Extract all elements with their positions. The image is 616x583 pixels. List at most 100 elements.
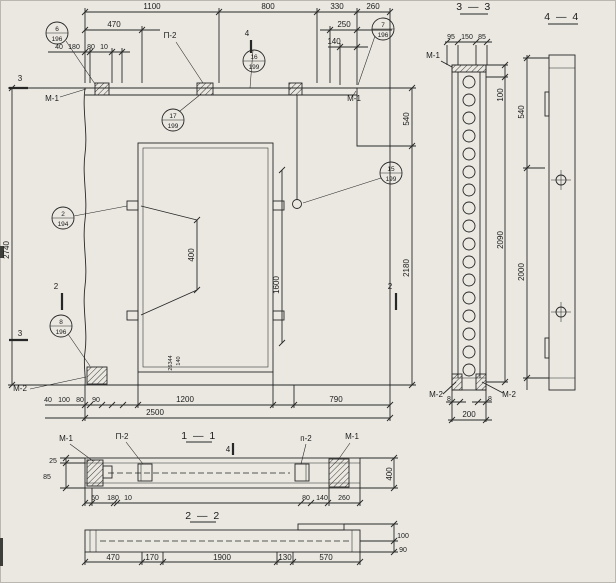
channel-p2 — [294, 463, 310, 482]
mark-m1: M-1 — [59, 434, 73, 443]
callout-number: 16 — [250, 54, 258, 61]
dim-label: 570 — [319, 553, 333, 562]
text-labels: 1100 800 330 260 470 250 140 40 180 80 1… — [2, 1, 580, 562]
scan-artifact — [0, 538, 3, 566]
profile-notch — [544, 337, 550, 359]
mark-m2: M-2 — [429, 390, 443, 399]
section-3-3-body — [451, 64, 487, 391]
callout-number: 15 — [387, 166, 395, 173]
dim-label: 400 — [187, 248, 196, 262]
dim-label: 260 — [338, 495, 350, 502]
dim-label: 2740 — [2, 241, 11, 259]
callout-number: 196 — [52, 36, 63, 43]
cut-marker-2: 2 — [54, 282, 59, 291]
dim-label: 85 — [43, 474, 51, 481]
embed-block — [94, 82, 110, 96]
dim-label: 1600 — [272, 276, 281, 294]
cut-marker-2: 2 — [388, 282, 393, 291]
callout-number: 199 — [168, 123, 179, 130]
mark-m1: M-1 — [345, 432, 359, 441]
dim-label: 60 — [91, 495, 99, 502]
opening-outer — [137, 142, 274, 373]
dim-label: 8 — [488, 396, 492, 403]
callout-number: 199 — [386, 176, 397, 183]
jamb-tab — [126, 200, 139, 211]
section-2-2-dimensions — [81, 520, 398, 566]
dim-label: 130 — [278, 553, 292, 562]
cut-marker-3: 3 — [18, 329, 23, 338]
main-view-dimensions — [8, 8, 416, 422]
dim-label: 140 — [327, 37, 341, 46]
callout-number: 196 — [56, 329, 67, 336]
dim-label: 260 — [366, 2, 380, 11]
main-view-linework — [83, 82, 391, 386]
dim-label: 790 — [329, 395, 343, 404]
dim-label: 10 — [100, 44, 108, 51]
mark-p2: п-2 — [300, 434, 312, 443]
mark-p2: П-2 — [116, 432, 129, 441]
callout-number: 2 — [61, 211, 65, 218]
dim-label: 10 — [124, 495, 132, 502]
section-4-4-title: 4 — 4 — [544, 11, 580, 23]
section-1-1-linework — [69, 441, 361, 489]
dim-label-total: 2500 — [146, 408, 164, 417]
panel-outline — [85, 87, 391, 386]
dim-label: 200 — [462, 410, 476, 419]
dim-label: 540 — [517, 105, 526, 119]
dim-label: 150 — [461, 34, 473, 41]
cut-marker-3: 3 — [18, 74, 23, 83]
stamp-text: 26344 — [168, 355, 174, 370]
dim-label: 470 — [107, 20, 121, 29]
dim-label: 90 — [399, 547, 407, 554]
dim-label: 250 — [337, 20, 351, 29]
section-4-4-linework — [544, 23, 578, 391]
end-detail — [102, 465, 113, 479]
dim-label: 100 — [496, 88, 505, 102]
section-1-1-dimensions — [60, 454, 398, 507]
mark-m2: M-2 — [13, 384, 27, 393]
dim-label: 1200 — [176, 395, 194, 404]
dim-label: 800 — [261, 2, 275, 11]
dim-label: 40 — [55, 44, 63, 51]
main-view-callouts — [29, 17, 403, 390]
dim-label: 80 — [302, 495, 310, 502]
rod-loop — [292, 199, 302, 209]
callout-number: 7 — [381, 22, 385, 29]
dim-label: 2090 — [496, 231, 505, 249]
dim-label: 2000 — [517, 263, 526, 281]
section-3-3-bottom-embed — [451, 373, 463, 391]
dim-label: 85 — [478, 34, 486, 41]
dim-label: 170 — [145, 553, 159, 562]
dim-label: 180 — [68, 44, 80, 51]
dim-label: 2180 — [402, 259, 411, 277]
panel-left-broken-edge — [83, 87, 87, 386]
dim-label: 470 — [106, 553, 120, 562]
dim-label: 400 — [385, 467, 394, 481]
dim-label: 80 — [87, 44, 95, 51]
dim-label: 8 — [447, 396, 451, 403]
section-4-4-profile — [548, 54, 576, 391]
jamb-tab — [272, 200, 285, 211]
scan-artifact — [0, 246, 4, 258]
embed-block — [196, 82, 214, 96]
dim-label: 25 — [49, 458, 57, 465]
section-2-2-linework — [84, 521, 361, 553]
callout-number: 196 — [378, 32, 389, 39]
cut-marker-4: 4 — [226, 445, 231, 454]
jamb-tab — [126, 310, 139, 321]
top-rib — [297, 523, 345, 531]
corner-embed-m2 — [86, 366, 108, 385]
mark-m1: M-1 — [347, 94, 361, 103]
section-4-4-dimensions — [523, 54, 549, 390]
callout-number: 6 — [55, 26, 59, 33]
mark-m2: M-2 — [502, 390, 516, 399]
channel-p2 — [137, 463, 153, 482]
callout-number: 199 — [249, 64, 260, 71]
section-3-3-linework — [451, 13, 488, 391]
opening-inner — [142, 147, 269, 368]
section-cut-markers — [9, 40, 398, 455]
mark-m1: M-1 — [426, 51, 440, 60]
section-3-3-dimensions — [440, 38, 509, 424]
end-embed — [328, 458, 350, 488]
